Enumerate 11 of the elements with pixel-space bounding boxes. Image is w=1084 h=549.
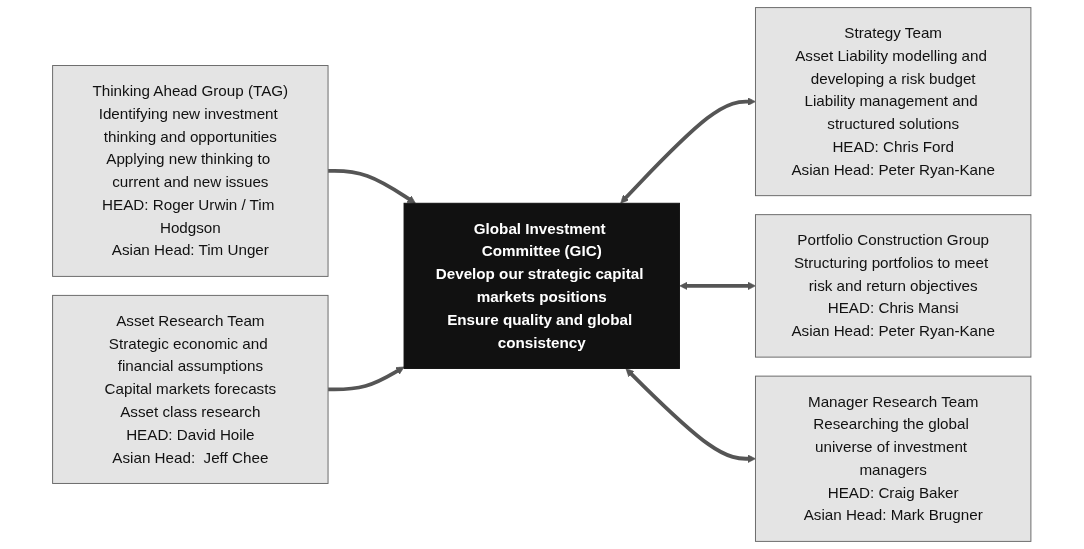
arrow xyxy=(625,368,757,463)
node-box: Thinking Ahead Group (TAG) Identifying new investment thinking and opportunities Applying new thinking to current and new issues HEAD: Roger Urwin / Tim Hodgson Asian Head: Tim Unger xyxy=(52,65,329,277)
node-box: Strategy Team Asset Liability modelling and developing a risk budget Liability management and structured solutions HEAD: Chris Ford Asian Head: Peter Ryan-Kane xyxy=(755,7,1032,197)
arrow xyxy=(328,366,405,392)
node-box: Manager Research Team Researching the global universe of investment managers HEAD: Craig Baker Asian Head: Mark Brugner xyxy=(755,375,1032,542)
node-box: Asset Research Team Strategic economic and financial assumptions Capital markets forecasts Asset class research HEAD: David Hoile Asian Head: Jeff Chee xyxy=(52,294,329,484)
arrow xyxy=(620,97,757,204)
arrow xyxy=(679,281,757,291)
node-box: Global Investment Committee (GIC) Develop our strategic capital markets positions Ensure quality and global consistency xyxy=(403,202,681,369)
node-box: Portfolio Construction Group Structuring portfolios to meet risk and return objectives HEAD: Chris Mansi Asian Head: Peter Ryan-Kane xyxy=(755,214,1032,358)
arrow xyxy=(328,169,417,204)
